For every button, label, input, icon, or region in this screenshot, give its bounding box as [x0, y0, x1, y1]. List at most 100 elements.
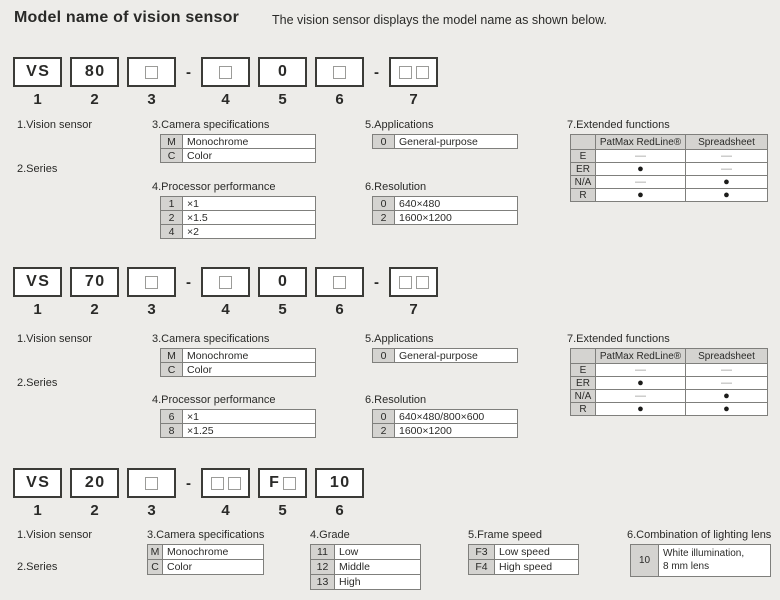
- table-row: 1×1: [160, 196, 316, 211]
- vs70-model-box-1: VS: [13, 267, 62, 297]
- model-dash: -: [374, 63, 379, 81]
- matrix-value-cell: —: [685, 149, 768, 163]
- table-row: ER●—: [570, 376, 768, 390]
- matrix-value-cell: —: [685, 376, 768, 390]
- placeholder-square-icon: [145, 275, 158, 289]
- vs70-processor-block: 4.Processor performance 6×1 8×1.25: [152, 394, 316, 438]
- matrix-value-cell: —: [595, 175, 686, 189]
- applications-title: 5.Applications: [365, 333, 434, 345]
- vs70-model-code-row: VS 70 - 0 -: [13, 267, 438, 297]
- placeholder-square-icon: [398, 275, 412, 289]
- vs80-model-box-3: [127, 57, 176, 87]
- resolution-title: 6.Resolution: [365, 394, 427, 406]
- column-header: Spreadsheet: [685, 348, 768, 364]
- processor-table: 6×1 8×1.25: [160, 409, 316, 438]
- code-cell: C: [147, 559, 163, 575]
- position-number: 7: [409, 301, 418, 318]
- model-box-text: 0: [278, 273, 289, 290]
- value-cell: Low speed: [494, 544, 579, 560]
- vs70-extended-functions-block: 7.Extended functions PatMax RedLine® Spr…: [567, 333, 768, 416]
- number-spacer: [184, 91, 193, 108]
- camera-spec-title: 3.Camera specifications: [147, 529, 265, 541]
- placeholder-square-icon: [219, 65, 232, 79]
- position-number: 3: [147, 301, 156, 318]
- matrix-value-cell: ●: [685, 188, 768, 202]
- table-row: ER●—: [570, 162, 768, 176]
- vs20-model-box-6: 10: [315, 468, 364, 498]
- matrix-value-cell: ●: [595, 162, 686, 176]
- vs20-model-code-row: VS 20 - F 10: [13, 468, 364, 498]
- vs20-position-numbers: 1 2 3 4 5 6: [13, 502, 364, 519]
- extended-functions-title: 7.Extended functions: [567, 119, 670, 131]
- value-cell: ×2: [182, 224, 316, 239]
- vs70-model-box-5: 0: [258, 267, 307, 297]
- vs20-lighting-lens-block: 6.Combination of lighting lens 10 White …: [627, 529, 771, 577]
- table-row: R●●: [570, 402, 768, 416]
- matrix-value-cell: ●: [595, 402, 686, 416]
- column-header: Spreadsheet: [685, 134, 768, 150]
- code-cell: 2: [372, 210, 395, 225]
- vs80-model-box-2: 80: [70, 57, 119, 87]
- placeholder-square-icon: [227, 476, 241, 490]
- model-box-text: 70: [84, 273, 106, 290]
- value-cell: ×1.25: [182, 423, 316, 438]
- vs70-series-label: 2.Series: [17, 377, 58, 389]
- code-cell: 0: [372, 134, 395, 149]
- code-cell: 6: [160, 409, 183, 424]
- corner-cell: [570, 134, 596, 150]
- code-cell: M: [147, 544, 163, 560]
- row-label-cell: E: [570, 363, 596, 377]
- value-cell: Color: [182, 362, 316, 377]
- code-cell: M: [160, 348, 183, 363]
- placeholder-square-icon: [333, 275, 346, 289]
- position-number: 7: [409, 91, 418, 108]
- code-cell: 4: [160, 224, 183, 239]
- code-cell: F4: [468, 559, 495, 575]
- matrix-value-cell: —: [685, 162, 768, 176]
- vs20-model-box-2: 20: [70, 468, 119, 498]
- matrix-value-cell: —: [685, 363, 768, 377]
- vs70-position-numbers: 1 2 3 4 5 6 7: [13, 301, 438, 318]
- vs80-series-label: 2.Series: [17, 163, 58, 175]
- vs20-model-box-5: F: [258, 468, 307, 498]
- value-cell: 1600×1200: [394, 210, 518, 225]
- placeholder-square-icon: [210, 476, 224, 490]
- position-number: 6: [335, 91, 344, 108]
- value-cell: 640×480/800×600: [394, 409, 518, 424]
- model-box-text: VS: [26, 63, 51, 80]
- table-row: E——: [570, 363, 768, 377]
- lighting-lens-title: 6.Combination of lighting lens: [627, 529, 772, 541]
- code-cell: 0: [372, 348, 395, 363]
- matrix-value-cell: ●: [685, 175, 768, 189]
- position-number: 4: [221, 502, 230, 519]
- vs80-extended-functions-block: 7.Extended functions PatMax RedLine® Spr…: [567, 119, 768, 202]
- table-row: E——: [570, 149, 768, 163]
- table-header-row: PatMax RedLine® Spreadsheet: [570, 348, 768, 364]
- code-cell: 11: [310, 544, 335, 560]
- position-number: 1: [33, 301, 42, 318]
- number-spacer: [184, 301, 193, 318]
- code-cell: M: [160, 134, 183, 149]
- model-dash: -: [374, 273, 379, 291]
- code-cell: 8: [160, 423, 183, 438]
- vs70-model-box-2: 70: [70, 267, 119, 297]
- value-cell: High: [334, 574, 421, 590]
- code-cell: C: [160, 362, 183, 377]
- camera-spec-title: 3.Camera specifications: [152, 119, 270, 131]
- corner-cell: [570, 348, 596, 364]
- model-box-text: 20: [84, 474, 106, 491]
- number-spacer: [372, 91, 381, 108]
- position-number: 6: [335, 301, 344, 318]
- code-cell: 13: [310, 574, 335, 590]
- value-cell: High speed: [494, 559, 579, 575]
